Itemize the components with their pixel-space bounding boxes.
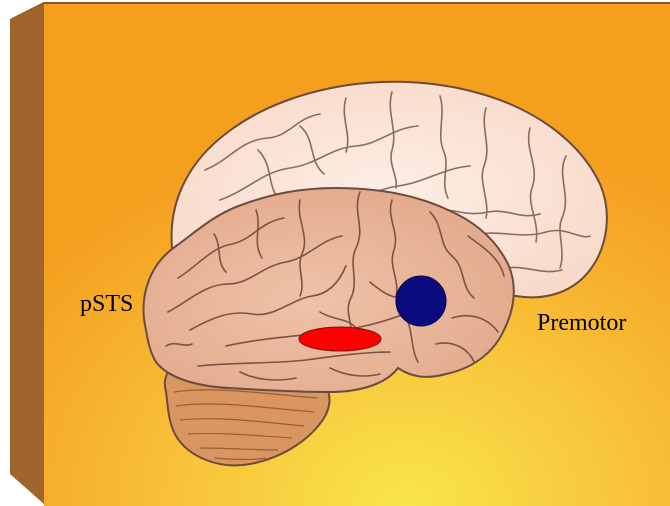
premotor-label: Premotor [537, 310, 626, 336]
red-oval-marker [299, 327, 381, 351]
blue-circle-marker [396, 276, 446, 326]
panel-side [10, 2, 44, 504]
pSTS-label: pSTS [80, 291, 133, 317]
